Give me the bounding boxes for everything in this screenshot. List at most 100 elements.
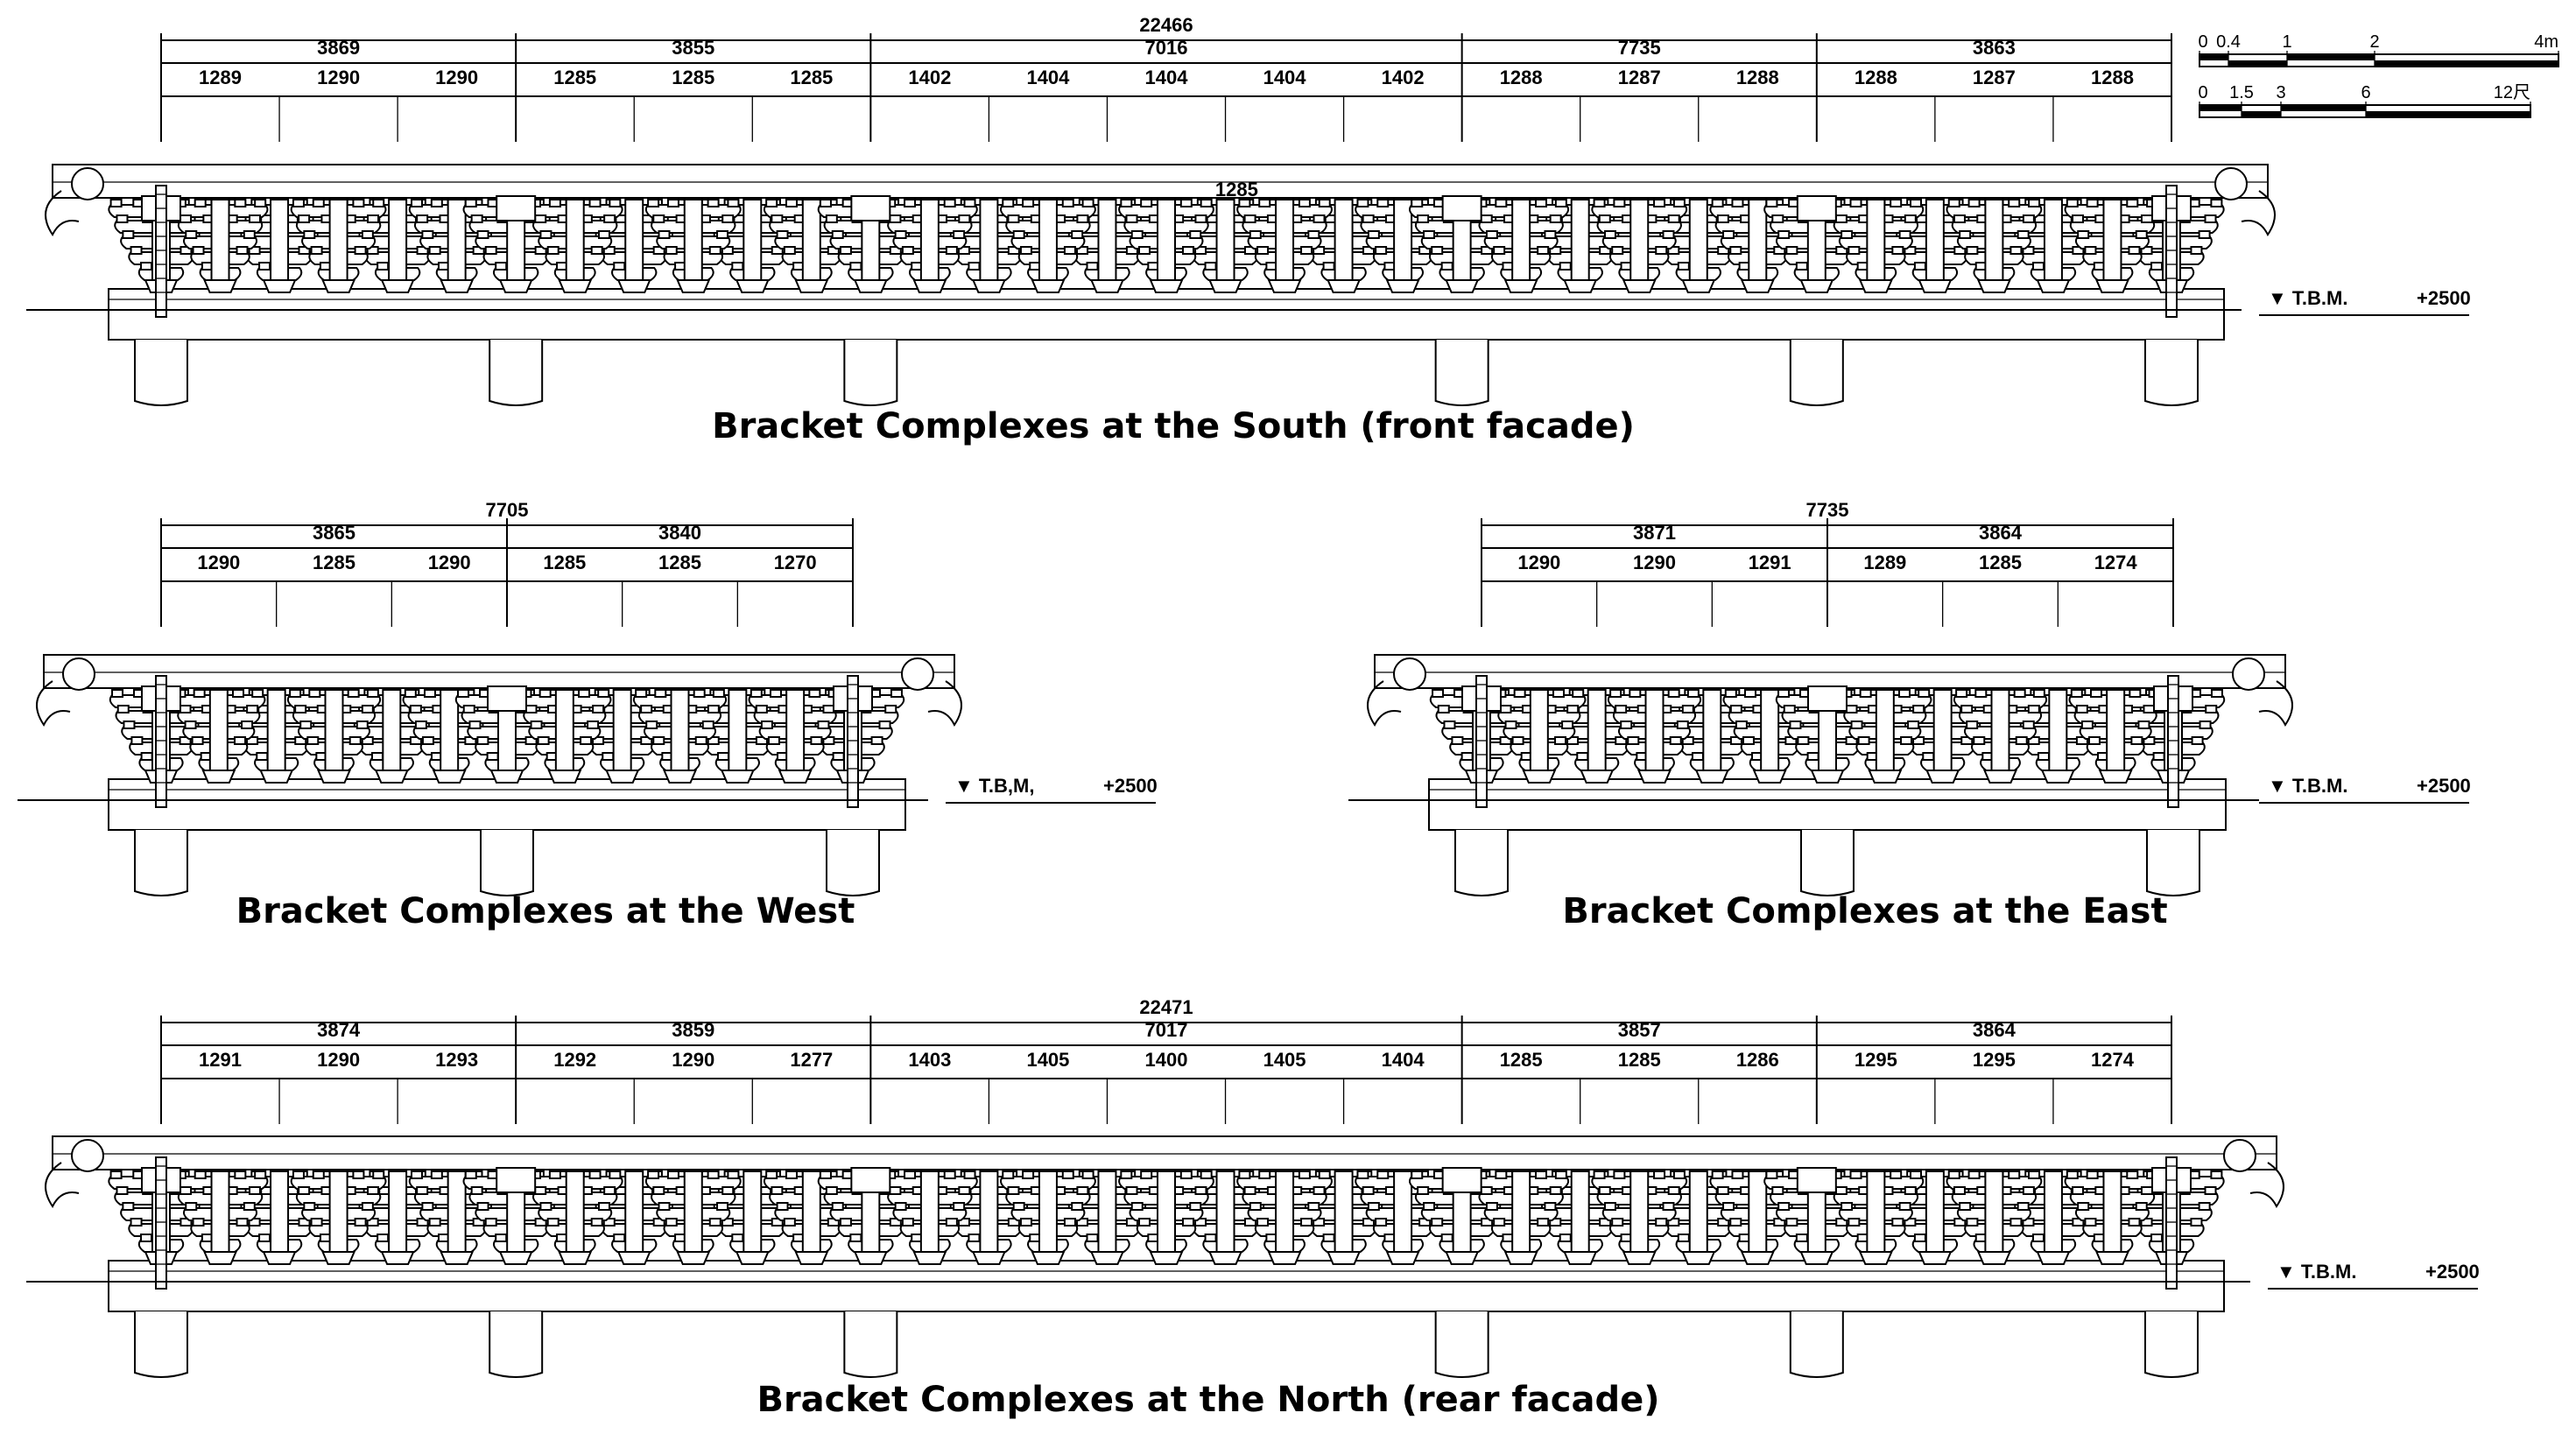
bracket-block (539, 230, 553, 239)
bracket-block (372, 199, 385, 207)
bracket-block (771, 214, 784, 223)
architrave (108, 1281, 2225, 1312)
bracket-base-block (2098, 770, 2133, 784)
bracket-block (361, 1202, 374, 1211)
bracket-block (1411, 1170, 1424, 1179)
bracket-block (2077, 230, 2090, 239)
bracket-base-block (203, 1251, 238, 1265)
bracket-block (1834, 1186, 1848, 1195)
bracket-block (185, 230, 198, 239)
bracket-base-block (1445, 1251, 1480, 1265)
bracket-base-block (380, 279, 415, 293)
bracket-base-block (201, 770, 236, 784)
bracket-core (1215, 1170, 1235, 1256)
bracket-block (1742, 736, 1755, 745)
bracket-base-block (259, 770, 294, 784)
bracket-base-block (971, 1251, 1006, 1265)
tbm-label: ▼ T.B,M, (954, 775, 1034, 797)
bracket-block (464, 199, 477, 207)
bracket-block (1912, 705, 1925, 713)
bracket-base-block (1858, 1251, 1893, 1265)
bracket-block (2027, 705, 2040, 713)
bracket-block (2143, 705, 2156, 713)
column-cap (496, 1167, 537, 1193)
bracket-block (1313, 214, 1326, 223)
bracket-base-block (1580, 770, 1615, 784)
bracket-base-block (1208, 1251, 1243, 1265)
bracket-block (2075, 705, 2088, 713)
eave-end-left (1367, 680, 1402, 727)
bracket-core (1925, 199, 1945, 285)
bracket-base-block (1752, 770, 1787, 784)
bracket-block (372, 1170, 385, 1179)
bracket-elevation (26, 1135, 2284, 1378)
dimension-interval: 1290 (1633, 552, 1676, 573)
bracket-block (1765, 199, 1778, 207)
bracket-block (1451, 736, 1464, 745)
bracket-base-block (676, 279, 711, 293)
bracket-block (1307, 230, 1320, 239)
corner-post (2165, 185, 2178, 318)
bracket-block (2089, 689, 2102, 698)
bracket-block (122, 230, 135, 239)
dimension-interval: 1293 (435, 1049, 478, 1071)
bracket-block (1731, 199, 1744, 207)
bracket-block (716, 752, 729, 761)
bracket-block (2210, 1170, 2223, 1179)
bracket-block (665, 246, 678, 255)
bracket-core (1760, 689, 1780, 775)
bracket-base-block (1445, 279, 1480, 293)
bracket-block (185, 1202, 198, 1211)
scale-bar-tick-label: 0 (2198, 32, 2207, 52)
bracket-block (1086, 1234, 1099, 1242)
scale-bar-segment (2199, 105, 2242, 111)
bracket-core (1702, 689, 1722, 775)
bracket-block (894, 230, 907, 239)
architrave (108, 799, 906, 831)
architrave (1428, 799, 2227, 831)
bracket-block (2031, 1234, 2045, 1242)
bracket-core (1157, 199, 1176, 285)
bracket-block (1611, 1218, 1624, 1227)
bracket-core (1984, 199, 2004, 285)
bracket-block (1955, 689, 1968, 698)
bracket-block (1411, 199, 1424, 207)
bracket-block (849, 262, 862, 271)
bracket-block (1120, 199, 1133, 207)
scale-bar-segment (2242, 111, 2281, 117)
bracket-core (1688, 1170, 1708, 1256)
bracket-base-block (853, 1251, 888, 1265)
bracket-block (1493, 1218, 1506, 1227)
bracket-block (1243, 1186, 1256, 1195)
bracket-block (1743, 689, 1756, 698)
dimension-interval: 1289 (199, 67, 242, 88)
scale-bar-tick-label: 4m (2534, 32, 2558, 52)
bracket-block (1375, 246, 1388, 255)
bracket-core (801, 1170, 821, 1256)
scale-bar-segment (2199, 54, 2228, 60)
bracket-block (1724, 689, 1737, 698)
bracket-block (538, 689, 552, 698)
bracket-block (366, 689, 379, 698)
bracket-block (2086, 1170, 2099, 1179)
bracket-block (890, 689, 903, 698)
bracket-block (1076, 214, 1089, 223)
bracket-block (1841, 1202, 1854, 1211)
bracket-block (1432, 689, 1445, 698)
bracket-block (298, 214, 311, 223)
bracket-block (1140, 1170, 1153, 1179)
scale-bar-tick-label: 1 (2282, 32, 2291, 52)
corner-post (155, 185, 167, 318)
dimension-interval: 1405 (1026, 1049, 1069, 1071)
bracket-block (884, 705, 897, 713)
bracket-block (430, 1170, 443, 1179)
bracket-block (1716, 214, 1729, 223)
bracket-block (1495, 199, 1508, 207)
bracket-block (2087, 736, 2101, 745)
bracket-block (2140, 1186, 2153, 1195)
dimension-interval: 1402 (908, 67, 951, 88)
dimension-bay-span: 3874 (317, 1019, 361, 1041)
bracket-block (470, 214, 483, 223)
bracket-block (1845, 705, 1858, 713)
